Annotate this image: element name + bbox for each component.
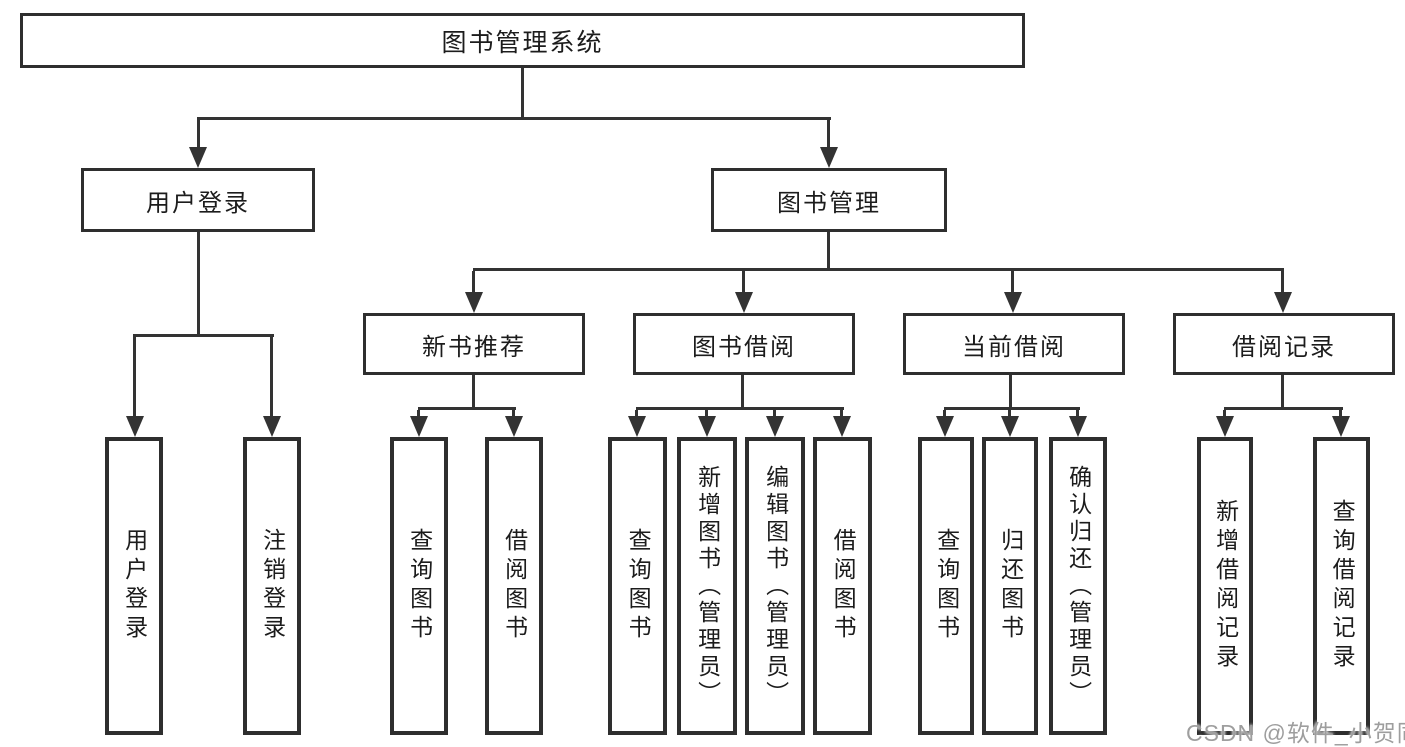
connector-line — [418, 407, 516, 410]
node-borrowing-borrow-books: 借阅图书 — [813, 437, 872, 735]
node-label: 当前借阅 — [962, 333, 1066, 361]
arrow-down-icon — [126, 416, 144, 437]
node-add-books-admin: 新增图书（管理员） — [677, 437, 737, 735]
arrow-down-icon — [833, 416, 851, 437]
arrow-down-icon — [820, 147, 838, 168]
arrow-down-icon — [1001, 416, 1019, 437]
node-return-books: 归还图书 — [982, 437, 1038, 735]
node-label: 新增借阅记录 — [1212, 499, 1239, 673]
connector-line — [742, 271, 745, 294]
node-logout-login: 注销登录 — [243, 437, 301, 735]
arrow-down-icon — [1069, 416, 1087, 437]
connector-line — [472, 375, 475, 410]
node-book-management: 图书管理 — [711, 168, 947, 232]
arrow-down-icon — [628, 416, 646, 437]
node-label: 新增图书（管理员） — [694, 464, 721, 708]
arrow-down-icon — [263, 416, 281, 437]
connector-line — [840, 410, 843, 418]
node-current-query-books: 查询图书 — [918, 437, 974, 735]
connector-line — [270, 337, 273, 418]
connector-line — [1281, 375, 1284, 410]
node-label: 查询借阅记录 — [1329, 499, 1356, 673]
node-label: 借阅图书 — [830, 528, 857, 644]
connector-line — [1008, 410, 1011, 418]
node-label: 查询图书 — [625, 528, 652, 644]
arrow-down-icon — [936, 416, 954, 437]
connector-line — [473, 268, 1284, 271]
connector-line — [1339, 410, 1342, 418]
node-recommend-borrow-books: 借阅图书 — [485, 437, 543, 735]
node-borrowing-records: 借阅记录 — [1173, 313, 1395, 375]
node-recommend-query-books: 查询图书 — [390, 437, 448, 735]
connector-line — [521, 67, 524, 120]
node-current-borrowing: 当前借阅 — [903, 313, 1125, 375]
node-label: 图书管理 — [777, 189, 881, 217]
node-label: 新书推荐 — [422, 333, 526, 361]
connector-line — [1224, 407, 1343, 410]
node-library-management-system: 图书管理系统 — [20, 13, 1025, 68]
arrow-down-icon — [698, 416, 716, 437]
arrow-down-icon — [735, 292, 753, 313]
node-borrowing-query-books: 查询图书 — [608, 437, 667, 735]
arrow-down-icon — [189, 147, 207, 168]
arrow-down-icon — [766, 416, 784, 437]
node-label: 查询图书 — [933, 528, 960, 644]
connector-line — [827, 232, 830, 271]
arrow-down-icon — [1274, 292, 1292, 313]
node-label: 查询图书 — [406, 528, 433, 644]
csdn-watermark: CSDN @软件_小贺同学 — [1186, 720, 1405, 746]
connector-line — [1281, 271, 1284, 294]
connector-line — [635, 410, 638, 418]
node-label: 确认归还（管理员） — [1065, 464, 1092, 708]
connector-line — [133, 334, 274, 337]
node-label: 用户登录 — [146, 189, 250, 217]
connector-line — [1009, 375, 1012, 410]
connector-line — [133, 337, 136, 418]
connector-line — [943, 410, 946, 418]
arrow-down-icon — [1216, 416, 1234, 437]
node-add-borrow-record: 新增借阅记录 — [1197, 437, 1253, 735]
node-label: 借阅记录 — [1232, 333, 1336, 361]
node-label: 图书借阅 — [692, 333, 796, 361]
node-user-login-branch: 用户登录 — [81, 168, 315, 232]
node-new-book-recommend: 新书推荐 — [363, 313, 585, 375]
node-label: 借阅图书 — [501, 528, 528, 644]
connector-line — [472, 271, 475, 294]
node-book-borrowing: 图书借阅 — [633, 313, 855, 375]
node-edit-books-admin: 编辑图书（管理员） — [745, 437, 805, 735]
node-label: 注销登录 — [259, 528, 286, 644]
arrow-down-icon — [410, 416, 428, 437]
connector-line — [1076, 410, 1079, 418]
connector-line — [512, 410, 515, 418]
connector-line — [741, 375, 744, 410]
node-confirm-return-admin: 确认归还（管理员） — [1049, 437, 1107, 735]
node-label: 归还图书 — [997, 528, 1024, 644]
node-user-login: 用户登录 — [105, 437, 163, 735]
connector-line — [197, 120, 200, 149]
connector-line — [197, 117, 831, 120]
node-label: 图书管理系统 — [441, 28, 604, 57]
connector-line — [773, 410, 776, 418]
node-query-borrow-record: 查询借阅记录 — [1313, 437, 1370, 735]
connector-line — [417, 410, 420, 418]
arrow-down-icon — [465, 292, 483, 313]
connector-line — [827, 120, 830, 149]
arrow-down-icon — [505, 416, 523, 437]
connector-line — [1223, 410, 1226, 418]
connector-line — [944, 407, 1080, 410]
arrow-down-icon — [1332, 416, 1350, 437]
node-label: 用户登录 — [121, 528, 148, 644]
connector-line — [1011, 271, 1014, 294]
connector-line — [705, 410, 708, 418]
arrow-down-icon — [1004, 292, 1022, 313]
connector-line — [636, 407, 844, 410]
connector-line — [197, 232, 200, 337]
node-label: 编辑图书（管理员） — [762, 464, 789, 708]
